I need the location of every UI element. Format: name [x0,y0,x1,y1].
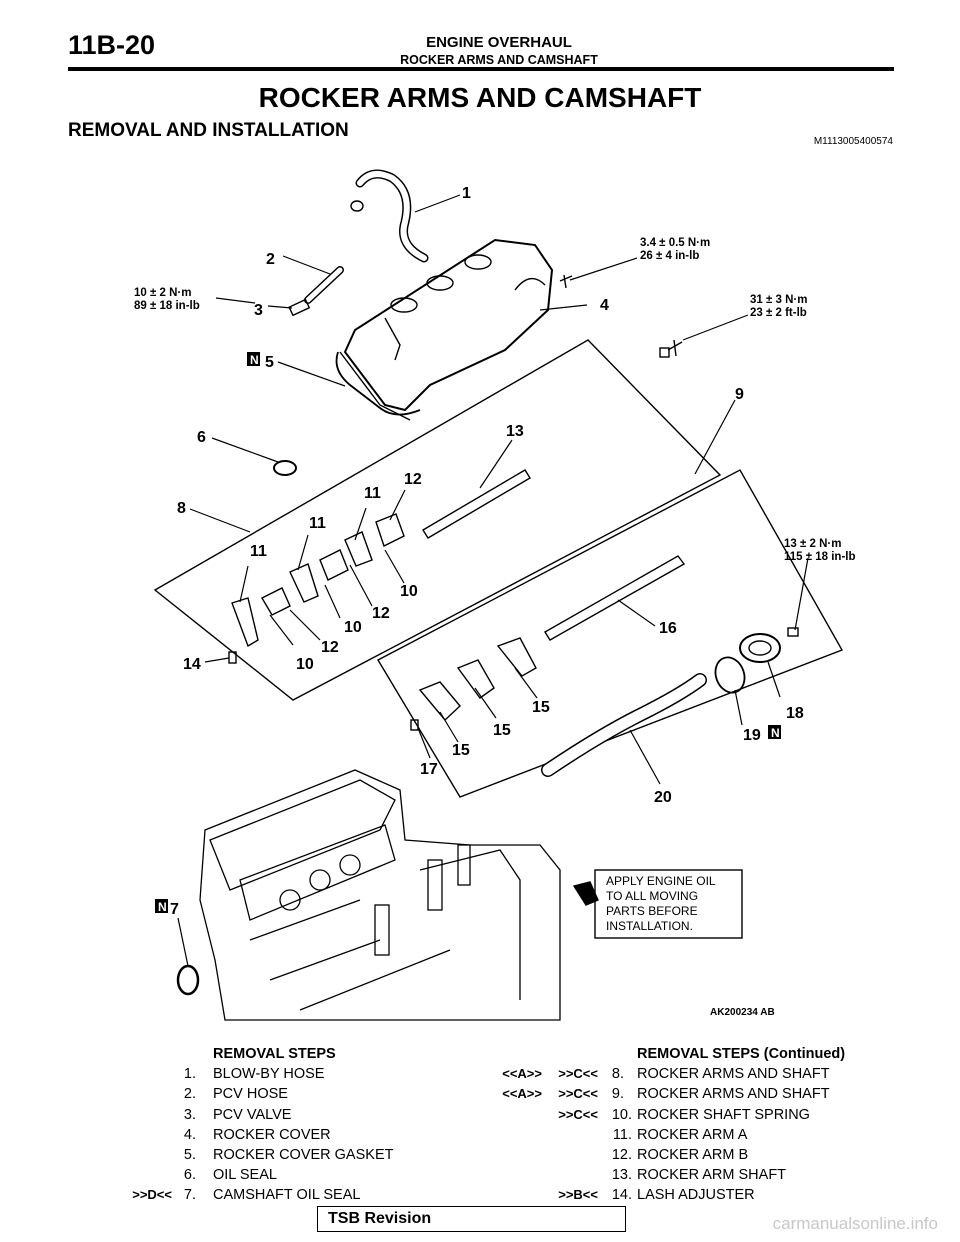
section-title: ENGINE OVERHAUL [426,34,572,51]
rocker-shaft-13 [422,469,531,539]
rocker-arms-group-9 [418,637,537,722]
list-item: 12. ROCKER ARM B [611,1146,749,1163]
lash-adjuster [228,651,237,664]
torque-d-2: 115 ± 18 in-lb [784,551,856,563]
list-item: 13. ROCKER ARM SHAFT [611,1167,787,1184]
page-code: 11B-20 [68,30,156,60]
section-subtitle: REMOVAL AND INSTALLATION [68,120,349,141]
list-item: <<A>> >>C<< 8. ROCKER ARMS AND SHAFT [502,1066,830,1083]
callout-15c: 15 [452,742,470,759]
rocker-cover [343,238,554,412]
callout-13: 13 [506,423,524,440]
blow-by-hose [355,169,429,263]
list-item: 2. PCV HOSE [183,1086,288,1103]
list-item: 4. ROCKER COVER [183,1126,331,1143]
page-title: ROCKER ARMS AND CAMSHAFT [258,82,702,113]
callout-11b: 11 [309,515,326,532]
removal-steps: REMOVAL STEPS 1. BLOW-BY HOSE 2. PCV HOS… [120,1044,420,1206]
callout-6: 6 [197,429,206,446]
callout-19: 19 [743,727,761,744]
callout-18: 18 [786,705,804,722]
callout-16: 16 [659,620,677,637]
camshaft-oil-seal [176,964,200,996]
callout-11c: 11 [364,485,381,502]
callout-3: 3 [254,302,263,319]
leader-lines [177,194,809,967]
figure-id: AK200234 AB [710,1007,775,1018]
document-id: M1113005400574 [813,136,893,147]
rocker-group-outline [153,339,722,701]
cover-bolt-b [667,339,683,357]
callouts: 1 2 3 4 5 6 7 8 9 10 10 10 11 11 11 12 1… [170,185,804,918]
thrust-case [739,633,781,663]
new-part-marks: N N N [155,352,781,914]
callout-12b: 12 [372,605,390,622]
tsb-revision-box: TSB Revision [317,1206,626,1232]
oil-note-3: PARTS BEFORE [606,904,698,918]
oil-note-2: TO ALL MOVING [606,889,698,903]
torque-c-2: 23 ± 2 ft-lb [750,307,807,319]
torque-b-1: 10 ± 2 N·m [134,287,191,299]
header-rule [68,67,894,71]
callout-11a: 11 [250,543,267,560]
rocker-shaft-16 [544,555,686,641]
oil-note-1: APPLY ENGINE OIL [606,874,716,888]
torque-b-2: 89 ± 18 in-lb [134,300,200,312]
list-item: 5. ROCKER COVER GASKET [183,1146,394,1163]
camshaft-group-outline [377,469,844,798]
torque-a-1: 3.4 ± 0.5 N·m [640,237,710,249]
new-mark-7: N [158,900,167,914]
callout-15b: 15 [493,722,511,739]
removal-steps-heading: REMOVAL STEPS [213,1046,336,1062]
list-item: >>B<< 14. LASH ADJUSTER [558,1187,755,1204]
callout-20: 20 [654,789,672,806]
lash-adjuster-b [410,719,419,731]
removal-steps-cont-heading: REMOVAL STEPS (Continued) [637,1046,846,1062]
callout-15a: 15 [532,699,550,716]
o-ring [714,656,746,694]
new-mark-5: N [250,353,259,367]
engine-block [199,769,561,1021]
callout-5: 5 [265,354,274,371]
new-mark-19: N [771,726,780,740]
callout-9: 9 [735,386,744,403]
torque-d-1: 13 ± 2 N·m [784,538,841,550]
list-item: <<A>> >>C<< 9. ROCKER ARMS AND SHAFT [502,1086,830,1103]
callout-7: 7 [170,901,179,918]
callout-8: 8 [177,500,186,517]
thrust-bolt [787,627,799,637]
removal-steps-continued: REMOVAL STEPS (Continued) <<A>> >>C<< 8.… [470,1044,890,1206]
callout-17: 17 [420,761,438,778]
tsb-revision-label: TSB Revision [328,1210,432,1227]
list-item: >>C<< 10. ROCKER SHAFT SPRING [558,1106,810,1123]
callout-1: 1 [462,185,471,202]
list-item: 6. OIL SEAL [183,1167,277,1184]
rocker-arms-group-8 [231,513,405,648]
list-item: >>D<< 7. CAMSHAFT OIL SEAL [132,1187,361,1204]
list-item: 3. PCV VALVE [183,1106,292,1123]
callout-14: 14 [183,656,201,673]
oil-note-box [594,869,743,939]
cover-bolt [559,274,573,289]
oil-note: APPLY ENGINE OIL TO ALL MOVING PARTS BEF… [606,874,716,933]
oil-seal [273,460,297,476]
list-item: 11. ROCKER ARM A [612,1126,748,1143]
torque-a-2: 26 ± 4 in-lb [640,250,699,262]
torque-c-1: 31 ± 3 N·m [750,294,807,306]
callout-12a: 12 [404,471,422,488]
callout-2: 2 [266,251,275,268]
list-item: 1. BLOW-BY HOSE [183,1066,325,1083]
callout-4: 4 [600,297,609,314]
oil-note-4: INSTALLATION. [606,919,693,933]
callout-12c: 12 [321,639,339,656]
callout-10c: 10 [296,656,314,673]
torque-specs: 3.4 ± 0.5 N·m 26 ± 4 in-lb 10 ± 2 N·m 89… [134,237,856,563]
callout-10b: 10 [344,619,362,636]
pcv-valve [288,298,311,317]
subsection-title: ROCKER ARMS AND CAMSHAFT [400,53,598,67]
callout-10a: 10 [400,583,418,600]
watermark: carmanualsonline.info [772,1214,938,1233]
cover-gasket [335,351,421,416]
